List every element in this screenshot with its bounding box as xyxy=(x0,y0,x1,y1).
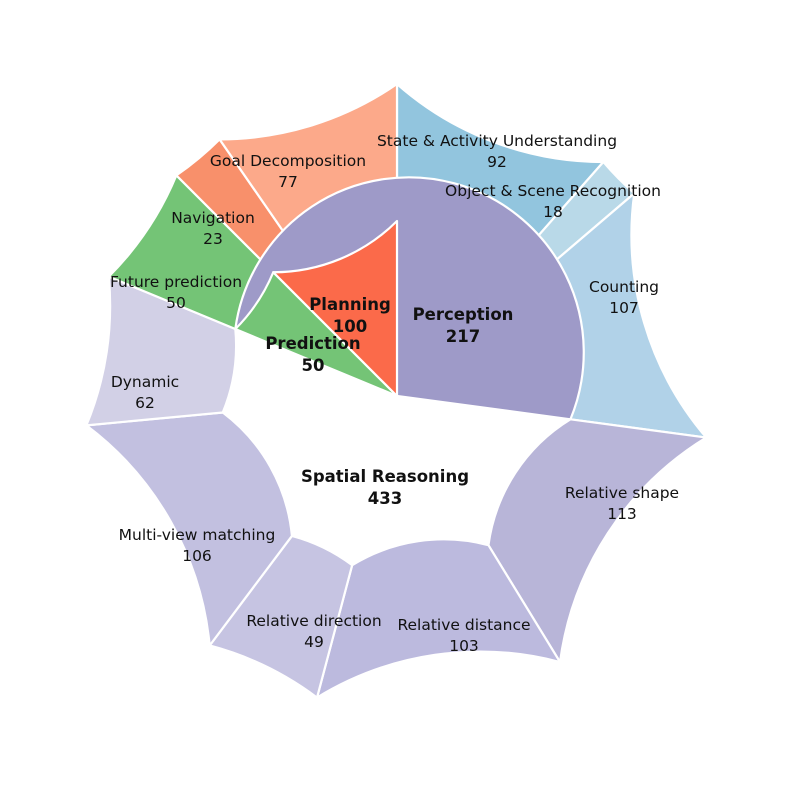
inner-labels-group: Perception 217 Spatial Reasoning 433 Pre… xyxy=(265,295,513,508)
value-relative-shape: 113 xyxy=(607,505,637,523)
value-counting: 107 xyxy=(609,299,639,317)
value-state-activity-understanding: 92 xyxy=(487,153,507,171)
label-perception: Perception xyxy=(413,305,514,324)
label-spatial-reasoning: Spatial Reasoning xyxy=(301,467,469,486)
value-relative-direction: 49 xyxy=(304,633,324,651)
label-future-prediction: Future prediction xyxy=(110,273,242,291)
outer-labels-group: State & Activity Understanding 92 Object… xyxy=(110,132,679,655)
value-multi-view-matching: 106 xyxy=(182,547,212,565)
value-object-scene-recognition: 18 xyxy=(543,203,563,221)
value-dynamic: 62 xyxy=(135,394,155,412)
label-goal-decomposition: Goal Decomposition xyxy=(210,152,366,170)
label-multi-view-matching: Multi-view matching xyxy=(119,526,276,544)
value-perception: 217 xyxy=(446,327,480,346)
label-object-scene-recognition: Object & Scene Recognition xyxy=(445,182,661,200)
value-spatial-reasoning: 433 xyxy=(368,489,402,508)
label-planning: Planning xyxy=(309,295,391,314)
value-goal-decomposition: 77 xyxy=(278,173,298,191)
inner-ring-group xyxy=(234,176,585,421)
value-relative-distance: 103 xyxy=(449,637,479,655)
label-dynamic: Dynamic xyxy=(111,373,179,391)
label-relative-distance: Relative distance xyxy=(397,616,530,634)
value-future-prediction: 50 xyxy=(166,294,186,312)
outer-slice-relative-distance[interactable] xyxy=(315,538,562,699)
value-planning: 100 xyxy=(333,317,367,336)
label-relative-shape: Relative shape xyxy=(565,484,679,502)
value-navigation: 23 xyxy=(203,230,223,248)
label-relative-direction: Relative direction xyxy=(246,612,381,630)
label-state-activity-understanding: State & Activity Understanding xyxy=(377,132,617,150)
label-counting: Counting xyxy=(589,278,659,296)
value-prediction: 50 xyxy=(302,356,325,375)
label-navigation: Navigation xyxy=(171,209,255,227)
inner-slice-planning[interactable] xyxy=(272,219,399,398)
label-prediction: Prediction xyxy=(265,334,360,353)
